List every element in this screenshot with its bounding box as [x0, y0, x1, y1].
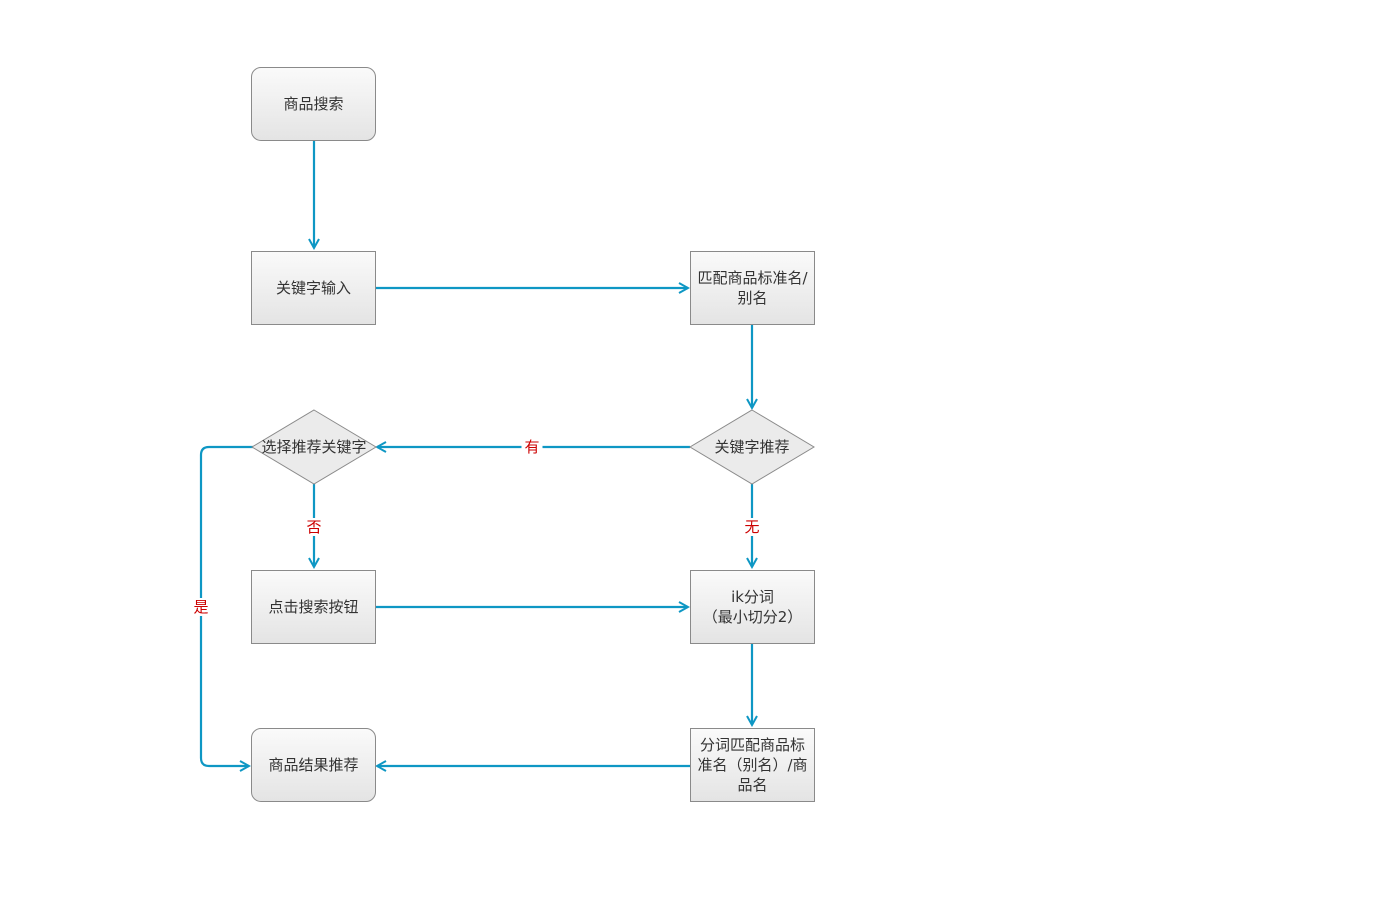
- edge-label-have: 有: [521, 438, 543, 456]
- node-product-result-recommend: 商品结果推荐: [251, 728, 376, 802]
- node-keyword-recommend: 关键字推荐: [714, 438, 790, 456]
- node-match-standard-name: 匹配商品标准名/ 别名: [690, 251, 815, 325]
- node-ik-segmentation: ik分词 （最小切分2）: [690, 570, 815, 644]
- node-select-recommend-keyword: 选择推荐关键字: [261, 438, 367, 456]
- node-keyword-input: 关键字输入: [251, 251, 376, 325]
- edge-label-none: 无: [741, 518, 763, 536]
- node-click-search-button: 点击搜索按钮: [251, 570, 376, 644]
- diamond-keyword-recommend-shape: [689, 409, 815, 485]
- edge-label-yes: 是: [190, 598, 212, 616]
- diamond-select-recommend-shape: [251, 409, 377, 485]
- node-product-search: 商品搜索: [251, 67, 376, 141]
- node-segment-match: 分词匹配商品标 准名（别名）/商 品名: [690, 728, 815, 802]
- edge-label-no: 否: [303, 518, 325, 536]
